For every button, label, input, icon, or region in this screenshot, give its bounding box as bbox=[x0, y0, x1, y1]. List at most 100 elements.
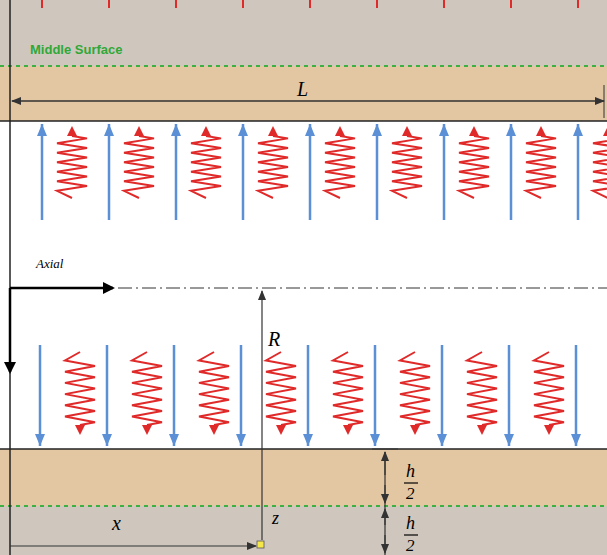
point-marker bbox=[257, 541, 264, 548]
pressure-arrow bbox=[242, 124, 245, 220]
foundation-spring bbox=[65, 352, 95, 425]
arrow-head bbox=[75, 425, 85, 435]
inner-wall-half bbox=[0, 449, 607, 506]
foundation-spring bbox=[376, 0, 378, 8]
arrow-head bbox=[335, 126, 345, 136]
radius-label: R bbox=[268, 328, 280, 351]
arrow-head bbox=[571, 434, 581, 446]
arrow-head bbox=[477, 425, 487, 435]
arrow-head bbox=[402, 126, 412, 136]
thickness-label: 2 bbox=[406, 484, 415, 504]
foundation-spring bbox=[400, 352, 430, 425]
foundation-spring bbox=[41, 0, 43, 8]
foundation-spring bbox=[242, 0, 244, 8]
arrow-head bbox=[343, 425, 353, 435]
foundation-spring bbox=[266, 352, 296, 425]
pressure-arrow bbox=[41, 124, 44, 220]
arrow-head bbox=[504, 434, 514, 446]
pressure-arrow bbox=[175, 124, 178, 220]
thickness-label: h bbox=[406, 513, 415, 534]
pressure-arrow bbox=[106, 345, 109, 446]
foundation-spring bbox=[325, 136, 355, 198]
foundation-spring bbox=[392, 136, 422, 198]
pressure-arrow bbox=[240, 345, 243, 446]
pressure-arrow bbox=[577, 124, 580, 220]
x-dimension bbox=[10, 545, 256, 546]
middle-surface-line bbox=[0, 65, 607, 67]
radial-arrow bbox=[9, 288, 12, 372]
pressure-arrow bbox=[510, 124, 513, 220]
axis-label: Axial bbox=[36, 256, 63, 272]
arrow-head bbox=[303, 434, 313, 446]
outer-wall-half bbox=[0, 0, 607, 66]
foundation-spring bbox=[459, 136, 489, 198]
foundation-spring bbox=[467, 352, 497, 425]
middle-surface-label: Middle Surface bbox=[30, 42, 122, 57]
arrow-head bbox=[544, 425, 554, 435]
thickness-dimension bbox=[384, 452, 385, 555]
pressure-arrow bbox=[443, 124, 446, 220]
length-dimension bbox=[12, 100, 604, 101]
arrow-head bbox=[469, 126, 479, 136]
arrow-head bbox=[603, 126, 607, 136]
arrow-head bbox=[276, 425, 286, 435]
fraction-bar bbox=[404, 534, 418, 535]
foundation-spring bbox=[57, 136, 87, 198]
pressure-arrow bbox=[376, 124, 379, 220]
radius-dimension bbox=[261, 291, 262, 540]
axial-coordinate-label: x bbox=[112, 512, 121, 535]
foundation-spring bbox=[258, 136, 288, 198]
arrow-head bbox=[536, 126, 546, 136]
pressure-arrow bbox=[309, 124, 312, 220]
foundation-spring bbox=[333, 352, 363, 425]
thickness-label: h bbox=[406, 461, 415, 482]
arrow-head bbox=[437, 434, 447, 446]
middle-surface-line bbox=[0, 505, 607, 507]
arrow-head bbox=[142, 425, 152, 435]
arrow-head bbox=[439, 124, 449, 136]
pressure-arrow bbox=[39, 345, 42, 446]
thickness-label: 2 bbox=[406, 536, 415, 555]
axial-arrow bbox=[10, 287, 113, 290]
pressure-arrow bbox=[575, 345, 578, 446]
inner-wall-half bbox=[0, 66, 607, 121]
pressure-arrow bbox=[508, 345, 511, 446]
arrow-head bbox=[37, 124, 47, 136]
outer-wall-half bbox=[0, 506, 607, 555]
foundation-spring bbox=[510, 0, 512, 8]
foundation-spring bbox=[534, 352, 564, 425]
foundation-spring bbox=[124, 136, 154, 198]
arrow-head bbox=[238, 124, 248, 136]
pressure-arrow bbox=[307, 345, 310, 446]
foundation-spring bbox=[108, 0, 110, 8]
arrow-head bbox=[236, 434, 246, 446]
foundation-spring bbox=[593, 136, 607, 198]
foundation-spring bbox=[309, 0, 311, 8]
foundation-spring bbox=[577, 0, 579, 8]
foundation-spring bbox=[199, 352, 229, 425]
axis-line bbox=[118, 288, 607, 289]
fraction-bar bbox=[404, 482, 418, 483]
foundation-spring bbox=[132, 352, 162, 425]
arrow-head bbox=[506, 124, 516, 136]
arrow-head bbox=[67, 126, 77, 136]
arrow-head bbox=[370, 434, 380, 446]
arrow-head bbox=[171, 124, 181, 136]
foundation-spring bbox=[175, 0, 177, 8]
pressure-arrow bbox=[108, 124, 111, 220]
arrow-head bbox=[209, 425, 219, 435]
arrow-head bbox=[372, 124, 382, 136]
foundation-spring bbox=[443, 0, 445, 8]
arrow-head bbox=[169, 434, 179, 446]
length-label: L bbox=[297, 78, 308, 101]
arrow-head bbox=[102, 434, 112, 446]
arrow-head bbox=[104, 124, 114, 136]
foundation-spring bbox=[191, 136, 221, 198]
arrow-head bbox=[305, 124, 315, 136]
thickness-coordinate-label: z bbox=[272, 508, 279, 529]
arrow-head bbox=[410, 425, 420, 435]
foundation-spring bbox=[526, 136, 556, 198]
pressure-arrow bbox=[374, 345, 377, 446]
arrow-head bbox=[201, 126, 211, 136]
